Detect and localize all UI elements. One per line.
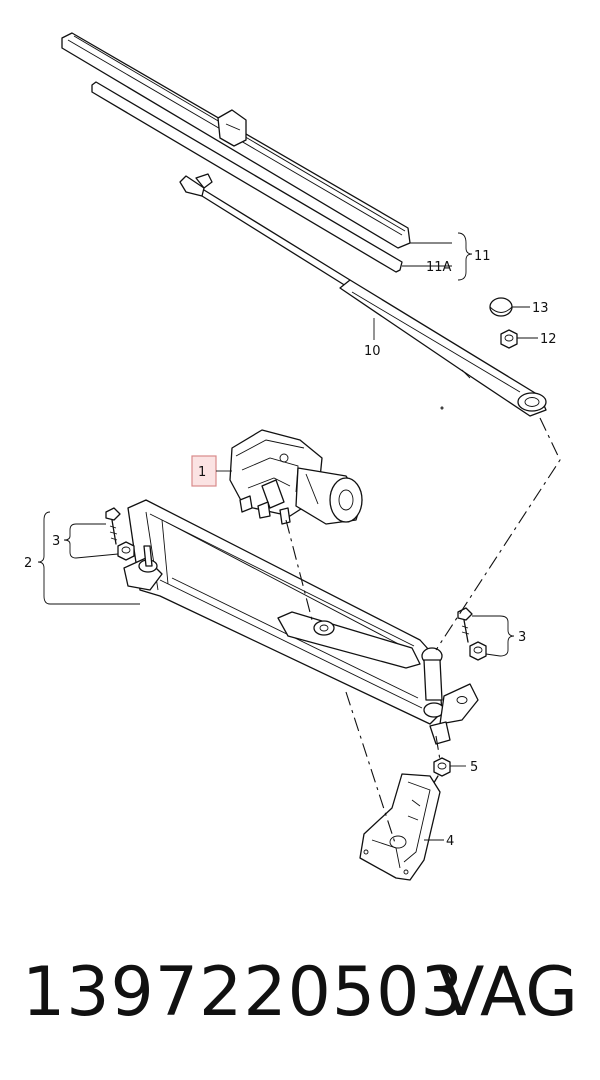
part-number: 1397220503 (22, 953, 465, 1032)
footer: 1397220503 VAG (0, 945, 600, 1055)
label-1: 1 (198, 465, 206, 480)
cap-13[interactable] (489, 297, 513, 317)
label-11a: 11A (426, 260, 452, 275)
label-10: 10 (364, 344, 381, 359)
bolt-3-left[interactable] (105, 507, 121, 545)
nut-3-right[interactable] (469, 641, 487, 661)
parts-diagram: 11 11A 10 13 12 1 2 3 3 5 4 (24, 32, 561, 881)
brace-3-right (499, 615, 515, 657)
leader-3-left-b (75, 553, 119, 559)
wiper-blade[interactable] (61, 32, 411, 273)
label-2: 2 (24, 556, 32, 571)
nut-3-left[interactable] (117, 541, 135, 561)
part-1-highlight (191, 455, 217, 487)
dot-mark (440, 406, 444, 410)
label-12: 12 (540, 332, 557, 347)
label-5: 5 (470, 760, 478, 775)
assembly-line-motor (285, 519, 313, 621)
label-11: 11 (474, 249, 491, 264)
brace-2 (37, 511, 140, 605)
label-13: 13 (532, 301, 549, 316)
nut-5[interactable] (431, 757, 451, 787)
assembly-line-bracket (345, 691, 397, 847)
brace-3-left (63, 523, 77, 559)
wiper-arm[interactable] (179, 173, 547, 417)
leader-3-right-b (485, 653, 501, 657)
bracket-4[interactable] (359, 773, 441, 881)
assembly-line-nut5 (435, 735, 441, 761)
assembly-line-arm (435, 417, 561, 651)
brace-11 (457, 232, 473, 281)
label-3-left: 3 (52, 534, 60, 549)
wiper-motor[interactable] (229, 429, 363, 525)
wiper-linkage[interactable] (123, 499, 479, 745)
label-3-right: 3 (518, 630, 526, 645)
brand-label: VAG (437, 953, 578, 1032)
nut-12[interactable] (500, 329, 518, 349)
label-4: 4 (446, 834, 454, 849)
